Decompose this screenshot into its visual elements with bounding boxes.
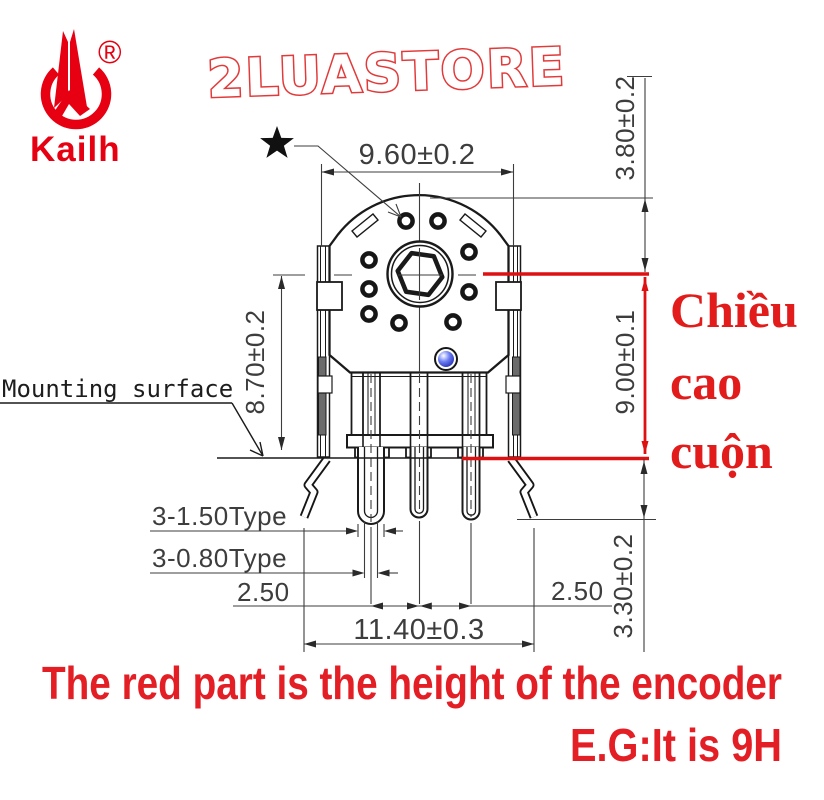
right-spring-strip [512,356,521,436]
hex-shaft-bore [386,240,454,308]
red-height-highlight [462,272,649,461]
encoder-front-view [316,183,522,458]
svg-text:11.40±0.3: 11.40±0.3 [353,614,484,646]
svg-text:3-0.80Type: 3-0.80Type [152,543,287,573]
svg-text:2.50: 2.50 [551,576,604,606]
dimension-overall-width: 11.40±0.3 [303,528,535,652]
rivet-holes [360,212,478,332]
caption-line1: The red part is the height of the encode… [42,657,782,709]
svg-text:9.60±0.2: 9.60±0.2 [359,139,476,171]
dimension-pin-pitch: 2.50 2.50 [233,521,612,610]
svg-text:2.50: 2.50 [237,577,290,607]
svg-text:Mounting surface: Mounting surface [2,375,233,403]
dimension-center-to-mount: 8.70±0.2 [240,274,305,450]
bent-legs [299,456,539,519]
caption-line2: E.G:It is 9H [570,719,782,771]
kailh-logo: ® Kailh [30,29,122,169]
right-clip-tab [495,281,522,311]
coil-height-note: Chiều cao cuộn [670,282,798,479]
left-clip-tab [316,281,343,311]
blue-detent-dot [434,347,458,371]
coil-height-dim: 9.00±0.1 [610,309,640,414]
star-icon [260,126,294,158]
svg-text:8.70±0.2: 8.70±0.2 [240,309,270,414]
store-name: 2LUASTORE [206,37,567,109]
svg-text:3-1.50Type: 3-1.50Type [152,501,287,531]
svg-text:cuộn: cuộn [670,423,773,479]
dome-notch-right [459,213,487,238]
left-spring-strip [318,356,327,436]
mounting-surface-callout: Mounting surface [0,375,264,457]
logo-blade-right [70,29,87,107]
star-callout [260,126,402,218]
dome-notch-left [351,213,379,238]
svg-text:3.30±0.2: 3.30±0.2 [608,533,638,638]
dimension-pin-types: 3-1.50Type 3-0.80Type [150,501,403,578]
registered-mark: ® [98,34,122,70]
svg-text:3.80±0.2: 3.80±0.2 [610,75,640,180]
dimension-top-to-center: 3.80±0.2 [430,75,653,272]
solder-pins [357,447,481,525]
logo-ring [40,67,112,130]
dimension-below-mount: 3.30±0.2 [517,459,656,652]
brand-name: Kailh [30,130,121,169]
svg-text:cao: cao [670,354,742,410]
logo-blade-left [54,31,68,108]
pins-and-base [217,373,539,525]
svg-text:Chiều: Chiều [670,282,798,338]
logo-dart [54,90,90,116]
dimension-top-width: 9.60±0.2 [320,139,515,246]
